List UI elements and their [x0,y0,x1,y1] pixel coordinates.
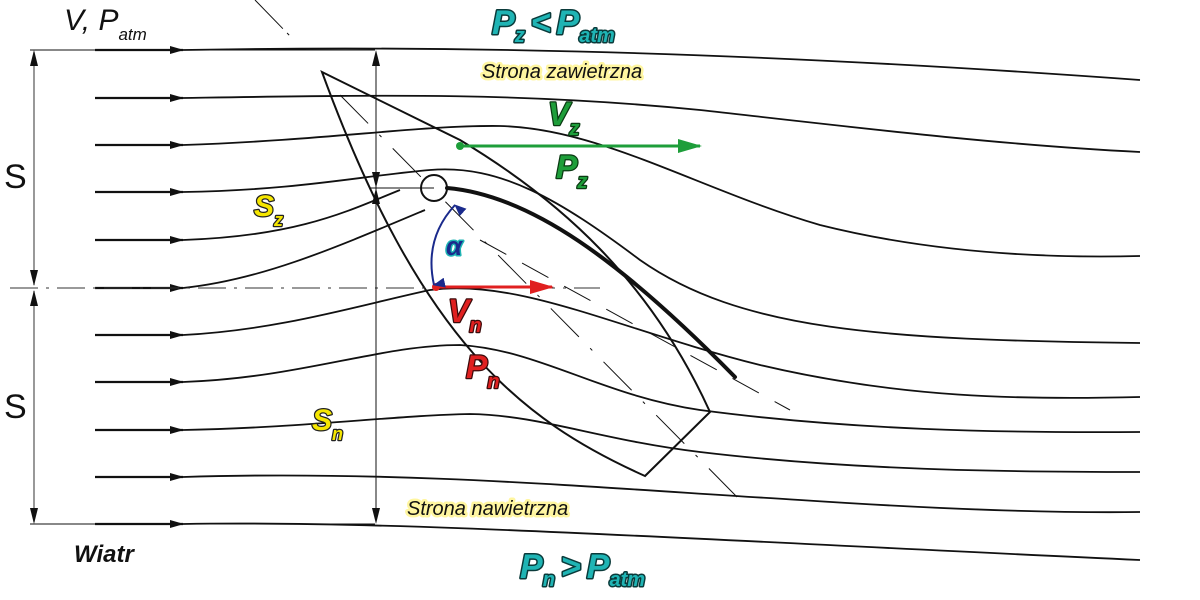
leeward-side-label: Strona zawietrzna [482,61,642,83]
dim-arrowhead [372,172,380,188]
sn-label: Sn [312,404,343,444]
boat-centerline [254,0,291,37]
vn-label: Vn [448,293,482,337]
streamline [182,94,1141,153]
wind-label: Wiatr [74,541,135,568]
streamline [182,287,1141,399]
chord-line [479,239,791,411]
streamline [182,522,1141,561]
dim-arrowhead [372,50,380,66]
dim-arrowhead [30,508,38,524]
boat-hull [320,69,712,478]
s-upper-label: S [4,158,27,196]
streamline [182,209,426,289]
sail [445,186,737,379]
streamline [182,47,1141,81]
inflow-label: V, Patm [64,4,147,44]
streamline [182,189,401,241]
alpha-arc [430,204,467,288]
streamline [182,474,1141,514]
streamline [182,168,1141,344]
dim-arrowhead [372,508,380,524]
dim-arrowhead [372,188,380,204]
windward-side-label: Strona nawietrzna [407,498,568,520]
dim-arrowhead [30,50,38,66]
streamline [182,125,1141,258]
boat-centerline-dashed [339,94,741,501]
s-lower-label: S [4,388,27,426]
vz-origin [456,142,464,150]
dim-arrowhead [30,270,38,286]
pz-label: Pz [556,149,587,193]
sz-label: Sz [254,190,283,230]
pz-lt-patm-label: Pz<Patm [492,4,615,47]
alpha-label: α [446,231,464,261]
streamlines [182,47,1141,561]
vz-label: Vz [548,96,579,140]
streamline [182,413,1141,473]
dim-arrowhead [30,290,38,306]
pn-gt-patm-label: Pn>Patm [520,548,645,591]
pn-label: Pn [466,349,500,393]
streamline [182,344,1141,434]
inflow-arrows [95,46,184,528]
